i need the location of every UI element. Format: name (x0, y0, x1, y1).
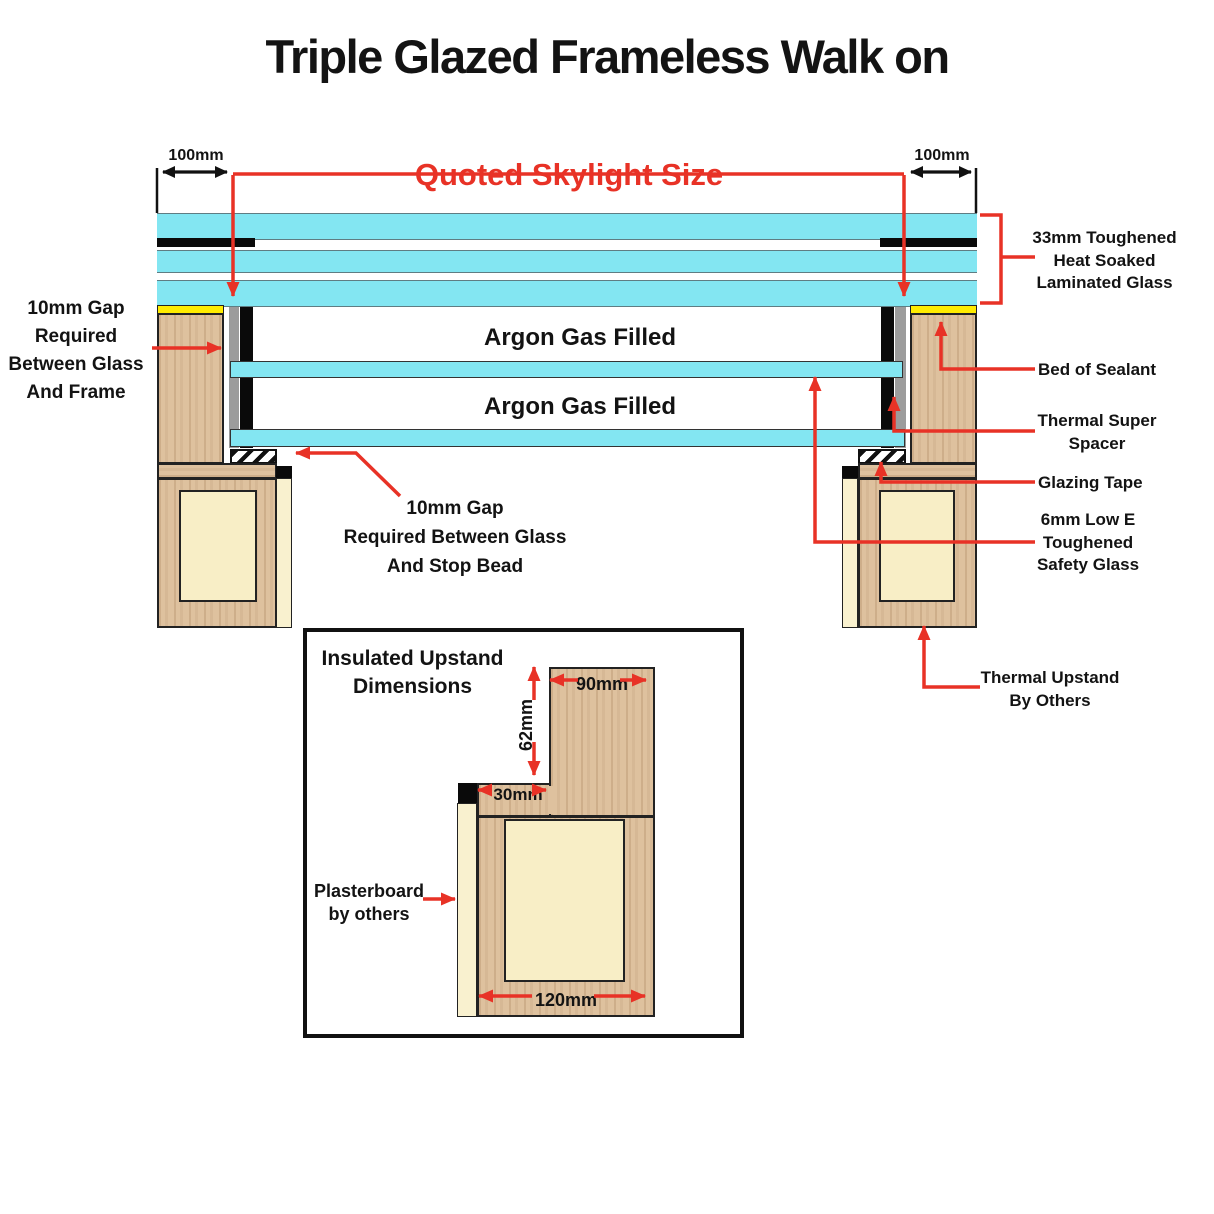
inner-glass-pane-2 (230, 429, 905, 447)
seam-patch (549, 786, 553, 814)
page-title: Triple Glazed Frameless Walk on (265, 30, 950, 83)
glass-pane-top (157, 213, 977, 240)
interlayer-mark-right (880, 238, 977, 247)
plasterboard-strip-right (842, 478, 858, 628)
inset-dim-62mm: 62mm (515, 697, 537, 753)
thermal-upstand-label: Thermal Upstand By Others (980, 668, 1120, 710)
laminated-glass-unit (157, 213, 977, 307)
argon-label-bottom: Argon Gas Filled (483, 393, 677, 420)
laminated-glass-label: 33mm Toughened Heat Soaked Laminated Gla… (1032, 228, 1177, 292)
interlayer-mark-left (157, 238, 255, 247)
upstand-box-left (157, 478, 277, 628)
inset-plasterboard-label: Plasterboard by others (313, 881, 425, 924)
inset-dim-30mm: 30mm (493, 785, 543, 804)
quoted-skylight-size-label: Quoted Skylight Size (404, 155, 734, 196)
glazing-tape-left (230, 449, 277, 464)
upstand-post-right (910, 313, 977, 464)
inset-upstand-base-box (477, 816, 655, 1017)
inset-title: Insulated Upstand Dimensions (321, 647, 504, 698)
glazing-tape-right (858, 449, 906, 464)
inset-dim-120mm: 120mm (534, 990, 598, 1010)
dim-100mm-left: 100mm (168, 147, 224, 164)
inset-stop-bead (458, 783, 477, 803)
low-e-glass-label: 6mm Low E Toughened Safety Glass (1036, 510, 1140, 574)
thermal-spacer-label: Thermal Super Spacer (1037, 411, 1157, 453)
upstand-post-left (157, 313, 224, 464)
stop-bead-left (276, 466, 292, 479)
argon-label-top: Argon Gas Filled (483, 324, 677, 351)
insulated-upstand-inset: Insulated Upstand Dimensions 90mm 62mm 3… (303, 628, 744, 1038)
glass-pane-bottom (157, 280, 977, 307)
plasterboard-strip-left (276, 478, 292, 628)
inset-insulation-core (504, 819, 625, 982)
inset-plasterboard-strip (457, 803, 477, 1017)
inner-glass-pane-1 (230, 361, 903, 378)
gap-stop-bead-leader (295, 446, 402, 498)
dim-100mm-right: 100mm (914, 147, 970, 164)
insulation-core-left (179, 490, 257, 602)
glazing-tape-label: Glazing Tape (1038, 473, 1143, 492)
gap-stop-bead-label: 10mm Gap Required Between Glass And Stop… (343, 498, 567, 577)
stop-bead-board-left (157, 463, 277, 479)
bed-of-sealant-label: Bed of Sealant (1038, 360, 1157, 379)
upstand-box-right (858, 478, 977, 628)
stop-bead-board-right (858, 463, 977, 479)
inset-dim-90mm: 90mm (575, 674, 629, 694)
insulation-core-right (879, 490, 955, 602)
glass-pane-middle (157, 250, 977, 273)
gap-frame-label: 10mm Gap Required Between Glass And Fram… (8, 298, 144, 403)
laminated-glass-bracket (980, 213, 1003, 305)
